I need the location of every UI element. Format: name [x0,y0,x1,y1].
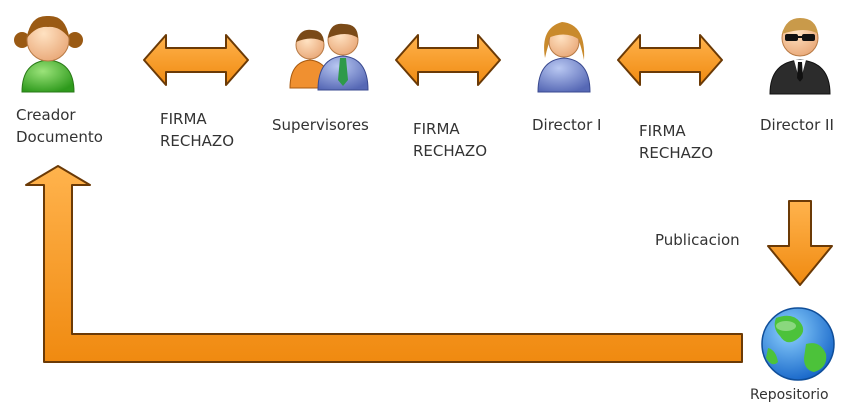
globe-icon [761,307,835,381]
link-label-3-line2: RECHAZO [639,144,713,162]
woman-manager-icon [537,22,591,93]
actor-label-supervisores-text: Supervisores [272,116,369,134]
link-label-2-line2: RECHAZO [413,142,487,160]
actor-label-director-i: Director I [532,114,601,136]
actor-label-director-i-text: Director I [532,116,602,134]
group-users-icon [289,23,369,91]
double-arrow-2 [395,34,501,86]
link-label-2: FIRMA RECHAZO [413,118,487,162]
actor-label-director-ii: Director II [760,114,834,136]
woman-user-icon [14,15,83,93]
actor-label-creador-line2: Documento [16,128,103,146]
link-label-1-line2: RECHAZO [160,132,234,150]
actor-label-creador-line1: Creador [16,106,76,124]
publish-label: Publicacion [655,231,740,249]
link-label-2-line1: FIRMA [413,120,460,138]
double-arrow-3 [617,34,723,86]
actor-label-director-ii-text: Director II [760,116,834,134]
double-arrow-1 [143,34,249,86]
agent-sunglasses-icon [769,18,831,95]
link-label-1: FIRMA RECHAZO [160,108,234,152]
return-arrow [25,165,743,363]
repository-label: Repositorio [750,387,829,403]
actor-label-creador: Creador Documento [16,104,103,148]
link-label-3-line1: FIRMA [639,122,686,140]
actor-label-supervisores: Supervisores [272,114,369,136]
link-label-3: FIRMA RECHAZO [639,120,713,164]
link-label-1-line1: FIRMA [160,110,207,128]
publish-down-arrow [767,200,833,286]
